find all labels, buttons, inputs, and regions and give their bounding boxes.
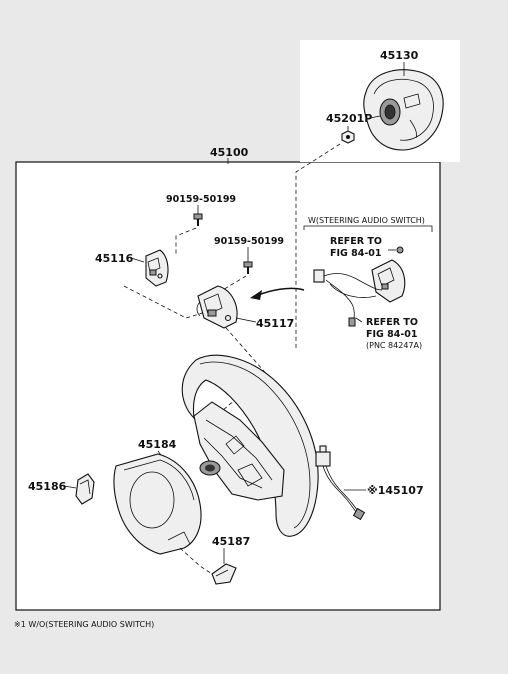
label-bolt-left: 90159-50199 bbox=[166, 194, 236, 205]
airbag-part[interactable] bbox=[363, 69, 444, 151]
switch-right-part[interactable] bbox=[196, 285, 238, 329]
steering-wheel[interactable] bbox=[181, 354, 319, 537]
inset-harness[interactable] bbox=[313, 269, 383, 327]
label-45201p: 45201P bbox=[326, 112, 372, 125]
label-45100: 45100 bbox=[210, 146, 249, 159]
inset-pnc: (PNC 84247A) bbox=[366, 341, 422, 350]
cover-lower-dashed bbox=[179, 547, 213, 575]
bolt-left-dashed bbox=[175, 227, 197, 256]
label-45116: 45116 bbox=[95, 252, 134, 265]
cover-left-part[interactable] bbox=[75, 473, 95, 505]
refer2-leader bbox=[355, 317, 363, 323]
switch-left-leader bbox=[130, 257, 145, 263]
cover-lower-part[interactable] bbox=[211, 563, 237, 585]
label-45186: 45186 bbox=[28, 480, 67, 493]
switch-left-part[interactable] bbox=[145, 249, 169, 287]
label-45184: 45184 bbox=[138, 438, 177, 451]
label-45130: 45130 bbox=[380, 49, 419, 62]
label-45117: 45117 bbox=[256, 317, 294, 330]
label-45187: 45187 bbox=[212, 535, 250, 548]
inset-refer1-line1: REFER TO bbox=[330, 236, 382, 247]
column-cover-part[interactable] bbox=[113, 453, 202, 555]
inset-arrowhead bbox=[250, 290, 262, 300]
inset-refer2-line2: FIG 84-01 bbox=[366, 329, 418, 340]
bolt-right-dashed bbox=[213, 275, 247, 295]
label-bolt-right: 90159-50199 bbox=[214, 236, 284, 247]
airbag-nut[interactable] bbox=[341, 130, 355, 144]
inset-title: W(STEERING AUDIO SWITCH) bbox=[308, 216, 425, 225]
inset-bracket bbox=[303, 225, 433, 232]
airbag-dashed-line bbox=[295, 143, 341, 350]
inset-switch-part[interactable] bbox=[371, 259, 406, 303]
inset-refer2-line1: REFER TO bbox=[366, 317, 418, 328]
inset-screw[interactable] bbox=[396, 246, 404, 254]
cover-left-leader bbox=[63, 485, 77, 489]
label-145107: ※145107 bbox=[367, 484, 424, 497]
switch-right-leader bbox=[235, 317, 257, 323]
airbag-bolt-leader bbox=[369, 115, 381, 119]
footnote: ※1 W/O(STEERING AUDIO SWITCH) bbox=[14, 620, 154, 629]
bolt-right[interactable] bbox=[243, 261, 253, 274]
wire-harness-part[interactable] bbox=[315, 445, 366, 521]
inset-refer1-line2: FIG 84-01 bbox=[330, 248, 382, 259]
bolt-left[interactable] bbox=[193, 213, 203, 226]
